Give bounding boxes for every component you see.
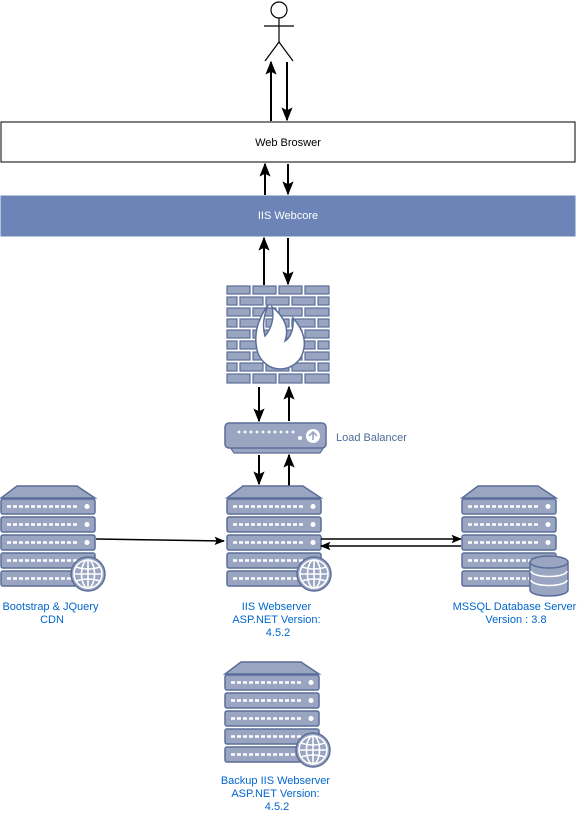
cdn-server-icon[interactable] [0, 484, 106, 592]
webcore-firewall-arrows [258, 236, 294, 286]
firewall-lb-arrows [253, 385, 295, 423]
database-label-line1: MSSQL Database Server [453, 601, 577, 613]
backup-webserver-icon[interactable] [223, 660, 331, 768]
backup-webserver-line3: 4.5.2 [265, 801, 289, 813]
cdn-webserver-arrow [95, 536, 226, 546]
database-label-line2: Version : 3.8 [485, 614, 546, 626]
lb-webserver-arrows [253, 453, 295, 486]
database-label: MSSQL Database Server Version : 3.8 [453, 601, 580, 626]
iis-webserver-label: IIS Webserver ASP.NET Version: 4.5.2 [232, 601, 323, 639]
iis-webserver-icon[interactable] [225, 484, 332, 592]
firewall-icon [226, 285, 330, 386]
cdn-label-line1: Bootstrap & JQuery [2, 601, 98, 613]
iis-webcore-label: IIS Webcore [258, 210, 318, 222]
user-icon [264, 1, 294, 62]
load-balancer-label: Load Balancer [336, 432, 407, 444]
backup-webserver-label: Backup IIS Webserver ASP.NET Version: 4.… [221, 775, 333, 813]
backup-webserver-line2: ASP.NET Version: [231, 788, 319, 800]
web-browser-bar[interactable]: Web Broswer [0, 121, 576, 163]
flame-icon [255, 304, 306, 370]
cdn-label: Bootstrap & JQuery CDN [2, 601, 101, 626]
web-browser-label: Web Broswer [255, 137, 321, 149]
iis-webserver-line2: ASP.NET Version: [232, 614, 320, 626]
backup-webserver-line1: Backup IIS Webserver [221, 775, 331, 787]
iis-webserver-line1: IIS Webserver [242, 601, 312, 613]
user-browser-arrows [265, 60, 293, 122]
webserver-db-arrows [319, 534, 463, 551]
iis-webserver-line3: 4.5.2 [266, 627, 290, 639]
cdn-label-line2: CDN [40, 614, 64, 626]
iis-webcore-bar[interactable]: IIS Webcore [0, 195, 576, 237]
database-server-icon[interactable] [460, 484, 569, 597]
load-balancer-icon[interactable] [224, 422, 327, 454]
browser-webcore-arrows [259, 162, 294, 196]
